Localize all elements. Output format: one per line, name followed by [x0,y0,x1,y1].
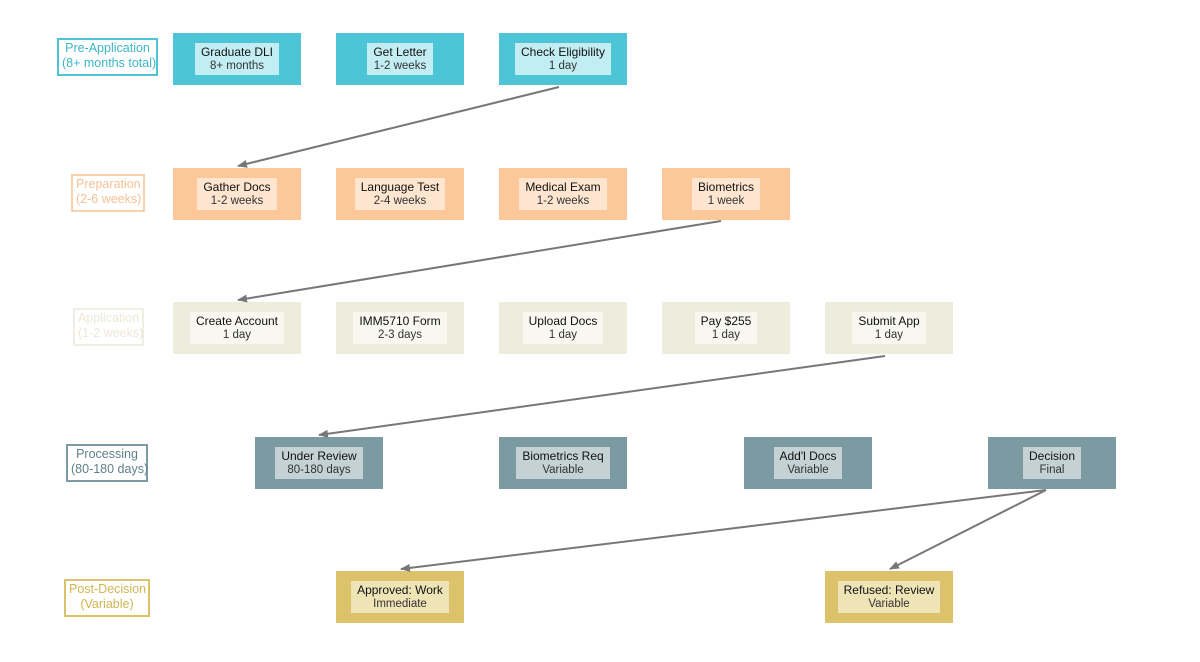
step-duration: 1 day [711,329,741,341]
step-name: Approved: Work [357,583,443,597]
phase-label-application: Application(1-2 weeks) [73,308,144,346]
step-name: Add'l Docs [779,449,837,463]
step-duration: 1 day [548,60,578,72]
step-duration: 1 day [222,329,252,341]
step-duration: 2-3 days [377,329,423,341]
phase-subtitle: (1-2 weeks) [78,326,144,340]
step-name: Refused: Review [843,583,935,597]
phase-title: Application [78,311,140,325]
phase-title: Pre-Application [65,41,150,55]
arrow-biometrics-to-create-account [237,220,722,303]
step-name: Check Eligibility [520,45,606,59]
step-name: Biometrics [697,180,754,194]
step-duration: 1 day [874,329,904,341]
step-duration: Immediate [373,598,427,610]
phase-subtitle: (8+ months total) [62,56,157,70]
step-name: Decision [1028,449,1076,463]
step-name: Medical Exam [525,180,601,194]
step-name: Upload Docs [528,314,598,328]
step-duration: Variable [868,598,910,610]
phase-subtitle: (Variable) [80,597,134,611]
phase-subtitle: (2-6 weeks) [76,192,142,206]
step-duration: 1-2 weeks [536,195,590,207]
step-duration: 1-2 weeks [373,60,427,72]
phase-subtitle: (80-180 days) [71,462,149,476]
step-name: Create Account [195,314,279,328]
phase-label-processing: Processing(80-180 days) [66,444,148,482]
step-duration: 80-180 days [287,464,351,476]
step-name: Language Test [360,180,440,194]
step-name: Under Review [281,449,357,463]
arrow-submit-app-to-under-review [318,355,886,438]
phase-title: Post-Decision [69,582,147,596]
step-name: Biometrics Req [522,449,604,463]
step-name: Graduate DLI [200,45,274,59]
step-duration: Final [1039,464,1065,476]
step-duration: 1-2 weeks [210,195,264,207]
phase-label-pre-application: Pre-Application(8+ months total) [57,38,158,76]
phase-label-post-decision: Post-Decision(Variable) [64,579,150,617]
arrow-check-eligibility-to-gather-docs [237,86,560,168]
step-duration: 2-4 weeks [373,195,427,207]
phase-title: Preparation [76,177,141,191]
arrow-decision-to-refused-review [889,489,1047,570]
phase-label-preparation: Preparation(2-6 weeks) [71,174,145,212]
arrow-decision-to-approved-work [400,489,1047,572]
step-name: Pay $255 [700,314,752,328]
step-duration: Variable [542,464,584,476]
step-name: Submit App [858,314,920,328]
step-duration: 1 day [548,329,578,341]
step-name: Get Letter [373,45,427,59]
step-duration: 8+ months [209,60,264,72]
step-duration: 1 week [707,195,745,207]
step-duration: Variable [787,464,829,476]
step-name: IMM5710 Form [359,314,441,328]
step-name: Gather Docs [203,180,271,194]
phase-title: Processing [76,447,138,461]
